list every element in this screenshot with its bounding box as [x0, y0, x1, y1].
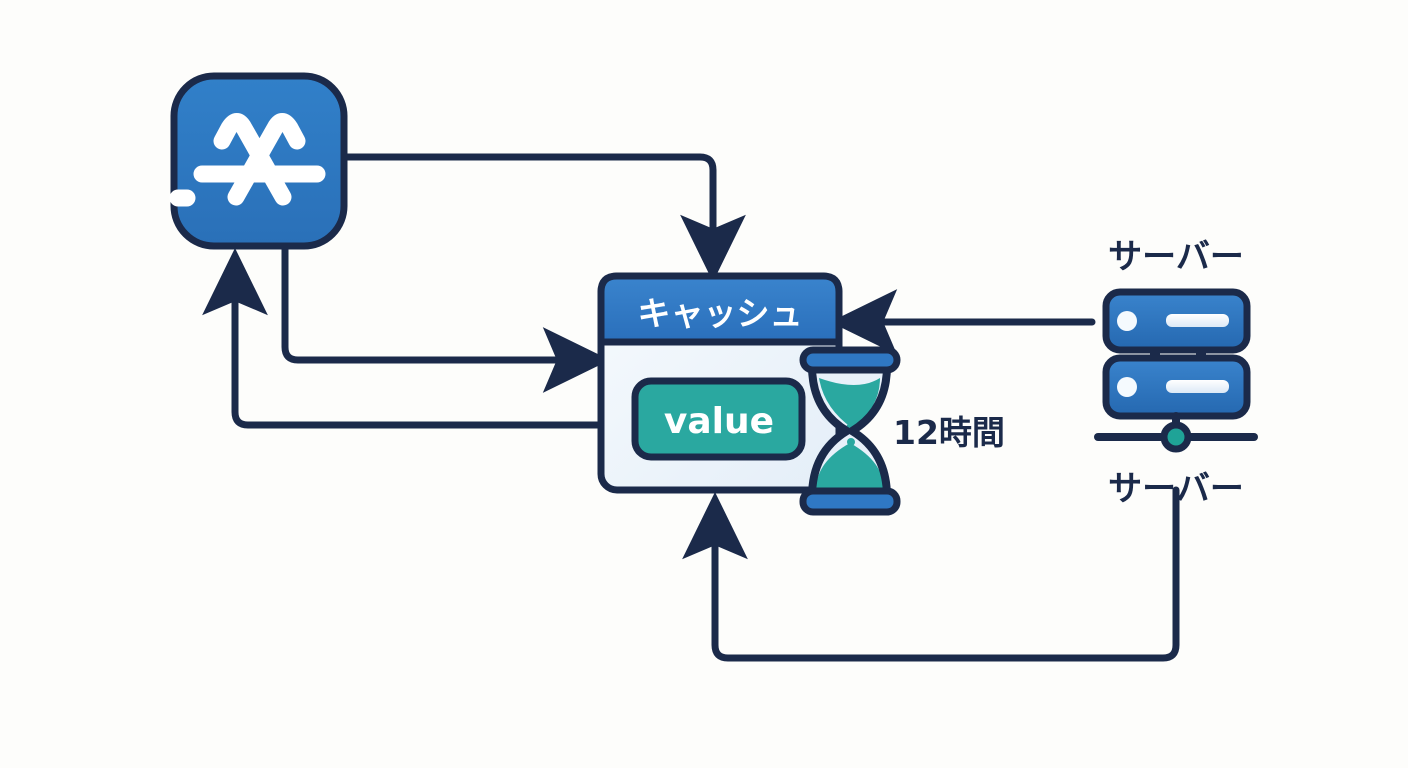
hourglass-icon: 12時間	[799, 346, 1005, 516]
server-connector-right	[1196, 345, 1206, 363]
arrow-app-to-cache-top	[341, 153, 746, 283]
server-slot-top	[1166, 314, 1229, 327]
hourglass-drop-2	[847, 438, 855, 446]
app-store-glyph	[169, 113, 326, 207]
server-slot-bottom	[1166, 380, 1229, 393]
cache-box-header	[597, 272, 843, 346]
server-led-top	[1117, 311, 1137, 331]
hourglass-cap-bottom	[799, 487, 901, 516]
arrow-server-to-cache-bottom	[682, 486, 1180, 662]
cache-box[interactable]: キャッシュ value	[597, 272, 843, 494]
server-connector-left	[1150, 345, 1160, 363]
server-led-bottom	[1117, 377, 1137, 397]
app-store-icon[interactable]	[169, 72, 348, 250]
arrow-cache-to-app	[202, 247, 604, 429]
server-label-top: サーバー	[1108, 237, 1244, 277]
arrow-app-to-cache-middle	[281, 241, 611, 393]
cache-value-badge[interactable]	[631, 377, 806, 461]
hourglass-sand-bottom	[816, 443, 884, 490]
hourglass-duration-label: 12時間	[893, 413, 1005, 452]
server-bus-node	[1160, 421, 1192, 453]
cache-value-label: value	[664, 401, 774, 442]
cache-header-label: キャッシュ	[638, 294, 803, 333]
hourglass-sand-top	[819, 378, 880, 428]
server-icon[interactable]: サーバー サーバー	[1094, 237, 1258, 509]
server-label-bottom: サーバー	[1108, 469, 1244, 509]
hourglass-cap-top	[799, 346, 901, 374]
